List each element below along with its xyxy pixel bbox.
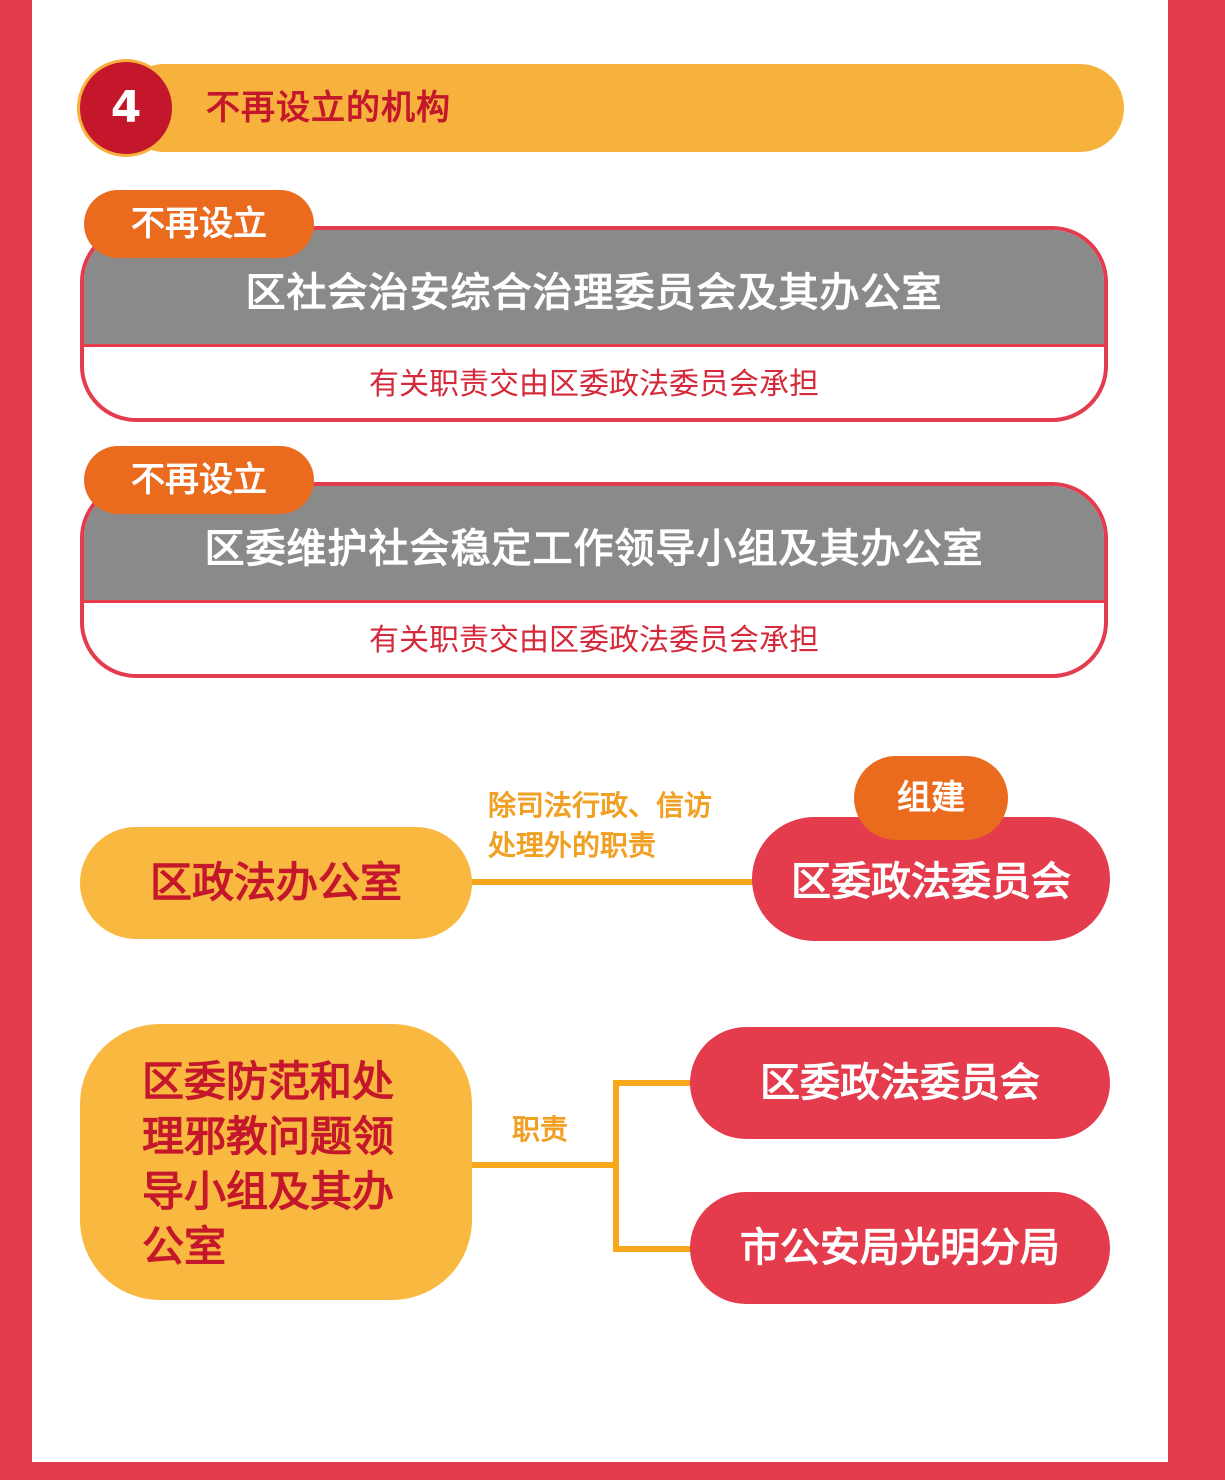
flow2-target-pill-2: 市公安局光明分局 bbox=[690, 1192, 1110, 1304]
flow1-label-line2: 处理外的职责 bbox=[488, 829, 657, 862]
section-title: 不再设立的机构 bbox=[206, 88, 451, 128]
connector-line bbox=[613, 1246, 693, 1252]
section-header-bar bbox=[120, 64, 1124, 152]
abolished-tag-1: 不再设立 bbox=[84, 190, 314, 258]
connector-line bbox=[470, 879, 754, 885]
flow1-label-line1: 除司法行政、信访 bbox=[488, 789, 713, 822]
abolished-tag-2: 不再设立 bbox=[84, 446, 314, 514]
flow2-source-line: 导小组及其办 bbox=[142, 1167, 395, 1216]
abolished-org-card-1: 区社会治安综合治理委员会及其办公室 有关职责交由区委政法委员会承担 bbox=[80, 226, 1108, 422]
abolished-org-card-2: 区委维护社会稳定工作领导小组及其办公室 有关职责交由区委政法委员会承担 bbox=[80, 482, 1108, 678]
establish-tag: 组建 bbox=[854, 756, 1008, 840]
connector-line bbox=[470, 1162, 616, 1168]
connector-line bbox=[613, 1080, 693, 1086]
flow2-source-line: 公室 bbox=[142, 1222, 227, 1271]
flow2-source-line: 理邪教问题领 bbox=[142, 1112, 395, 1161]
card-divider bbox=[84, 344, 1104, 347]
flow2-label: 职责 bbox=[512, 1113, 569, 1146]
flow1-source-pill: 区政法办公室 bbox=[80, 827, 472, 939]
connector-branch bbox=[613, 1080, 619, 1252]
section-header: 4 不再设立的机构 bbox=[80, 62, 1124, 154]
flow2-source-line: 区委防范和处 bbox=[142, 1057, 395, 1106]
card-divider bbox=[84, 600, 1104, 603]
section-number-badge: 4 bbox=[80, 62, 172, 154]
flow2-source-pill: 区委防范和处 理邪教问题领 导小组及其办 公室 bbox=[80, 1024, 472, 1300]
org-note: 有关职责交由区委政法委员会承担 bbox=[369, 623, 819, 658]
flow2-target-pill-1: 区委政法委员会 bbox=[690, 1027, 1110, 1139]
org-note: 有关职责交由区委政法委员会承担 bbox=[369, 367, 819, 402]
org-name: 区社会治安综合治理委员会及其办公室 bbox=[84, 230, 1104, 344]
